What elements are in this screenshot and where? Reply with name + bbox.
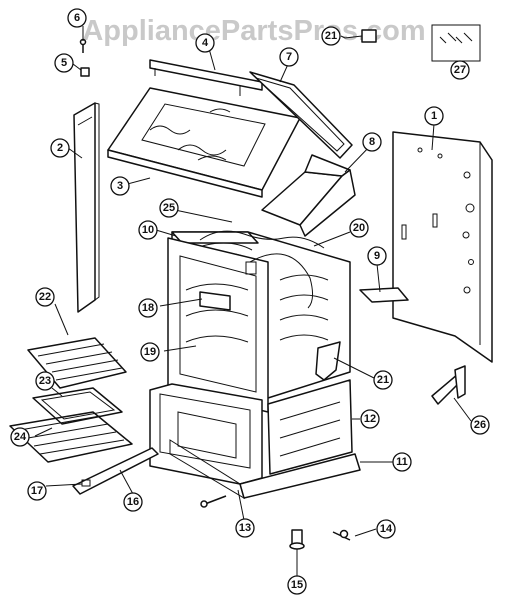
callout-15: 15 — [287, 575, 307, 595]
front-screw-hardware — [200, 495, 227, 508]
svg-text:17: 17 — [31, 485, 43, 497]
callout-17: 17 — [27, 481, 47, 501]
svg-text:8: 8 — [369, 136, 375, 148]
oven-front-frame — [167, 237, 269, 413]
door-hinge-bracket — [315, 341, 341, 381]
svg-text:9: 9 — [374, 250, 380, 262]
callout-26: 26 — [470, 415, 490, 435]
svg-text:22: 22 — [39, 291, 51, 303]
svg-text:21: 21 — [377, 374, 389, 386]
leveling-leg — [289, 529, 305, 550]
callout-23: 23 — [35, 371, 55, 391]
callout-21-top: 21 — [321, 26, 341, 46]
svg-text:4: 4 — [202, 37, 209, 49]
callout-18: 18 — [138, 298, 158, 318]
svg-text:15: 15 — [291, 579, 303, 591]
left-side-panel — [73, 102, 100, 313]
callout-22: 22 — [35, 287, 55, 307]
drawer-slide — [72, 447, 159, 495]
callout-5: 5 — [54, 53, 74, 73]
svg-text:5: 5 — [61, 57, 67, 69]
callout-6: 6 — [67, 8, 87, 28]
callout-20: 20 — [349, 218, 369, 238]
panel-clip — [80, 67, 90, 77]
svg-text:14: 14 — [380, 523, 393, 535]
svg-text:21: 21 — [325, 30, 337, 42]
hardware-kit — [431, 24, 481, 62]
callout-1: 1 — [424, 106, 444, 126]
screw-hardware — [332, 529, 351, 541]
svg-text:27: 27 — [454, 64, 466, 76]
svg-text:25: 25 — [163, 202, 175, 214]
callout-11: 11 — [392, 452, 412, 472]
cooktop-frame — [107, 87, 301, 198]
svg-text:2: 2 — [57, 142, 63, 154]
oven-wiring — [245, 253, 314, 309]
side-heat-shield — [267, 379, 353, 475]
callout-19: 19 — [140, 342, 160, 362]
oven-vent-duct — [261, 154, 356, 237]
callout-7: 7 — [279, 47, 299, 67]
callout-13: 13 — [235, 518, 255, 538]
callout-24: 24 — [10, 427, 30, 447]
callout-14: 14 — [376, 519, 396, 539]
svg-text:7: 7 — [286, 51, 292, 63]
svg-text:6: 6 — [74, 12, 80, 24]
callout-16: 16 — [123, 492, 143, 512]
callout-3: 3 — [110, 176, 130, 196]
svg-text:13: 13 — [239, 522, 251, 534]
svg-text:11: 11 — [396, 456, 408, 468]
svg-text:24: 24 — [14, 431, 27, 443]
svg-text:19: 19 — [144, 346, 156, 358]
svg-text:10: 10 — [142, 224, 154, 236]
svg-text:1: 1 — [431, 110, 437, 122]
svg-text:16: 16 — [127, 496, 139, 508]
callout-2: 2 — [50, 138, 70, 158]
callout-leaders — [34, 26, 472, 576]
callout-27: 27 — [450, 60, 470, 80]
svg-text:12: 12 — [364, 413, 376, 425]
insulation-pad — [359, 287, 409, 303]
callout-12: 12 — [360, 409, 380, 429]
oven-rack — [9, 411, 133, 463]
svg-text:20: 20 — [353, 222, 365, 234]
lower-front-panel — [149, 383, 263, 485]
svg-text:3: 3 — [117, 180, 123, 192]
broil-pan — [32, 387, 123, 425]
callout-9: 9 — [367, 246, 387, 266]
right-side-panel — [392, 131, 493, 363]
svg-text:23: 23 — [39, 375, 51, 387]
svg-text:26: 26 — [474, 419, 486, 431]
base-pan — [169, 439, 361, 500]
top-rear-bracket — [149, 59, 263, 96]
anti-tip-bracket — [431, 365, 466, 405]
callout-4: 4 — [195, 33, 215, 53]
callout-21-bracket: 21 — [373, 370, 393, 390]
svg-text:18: 18 — [142, 302, 154, 314]
callout-10: 10 — [138, 220, 158, 240]
wire-connector — [344, 29, 377, 43]
callout-8: 8 — [362, 132, 382, 152]
callout-25: 25 — [159, 198, 179, 218]
top-rear-trim — [249, 71, 353, 159]
